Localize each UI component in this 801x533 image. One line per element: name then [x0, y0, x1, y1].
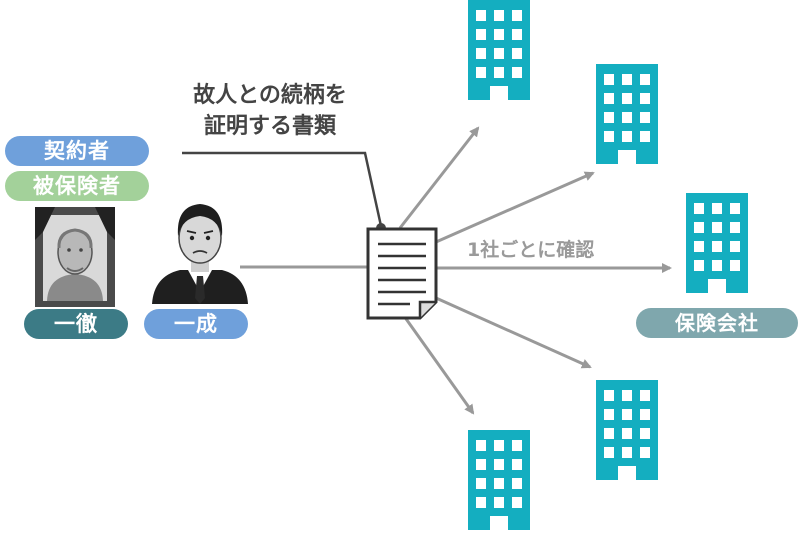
insurer-building-1-icon — [468, 0, 530, 100]
contractor-role-badge: 契約者 — [5, 136, 149, 166]
deceased-name-badge: 一徹 — [24, 309, 128, 339]
insurer-building-5-icon — [468, 430, 530, 530]
arrow-to-insurer-1 — [398, 126, 480, 229]
document-caption-line-1: 故人との続柄を — [193, 83, 347, 108]
confirm-each-label: 1社ごとに確認 — [467, 239, 595, 261]
document-icon — [366, 227, 438, 320]
insurer-label-badge: 保険会社 — [636, 308, 798, 338]
arrow-to-insurer-4 — [435, 296, 592, 369]
heir-name-badge: 一成 — [144, 309, 248, 339]
arrow-to-insurer-5 — [402, 315, 475, 415]
insurer-arrows — [398, 126, 672, 415]
arrow-to-insurer-2 — [435, 171, 595, 244]
insurer-building-2-icon — [596, 64, 658, 164]
insurer-building-3-icon — [686, 193, 748, 293]
heir-avatar-icon — [152, 204, 248, 304]
document-caption-line-2: 証明する書類 — [203, 114, 336, 139]
insured-role-badge: 被保険者 — [5, 171, 149, 201]
caption-leader-line — [182, 151, 383, 227]
memorial-portrait-icon — [35, 207, 115, 307]
insurer-building-4-icon — [596, 380, 658, 480]
document-caption: 故人との続柄を 証明する書類 — [160, 80, 380, 142]
